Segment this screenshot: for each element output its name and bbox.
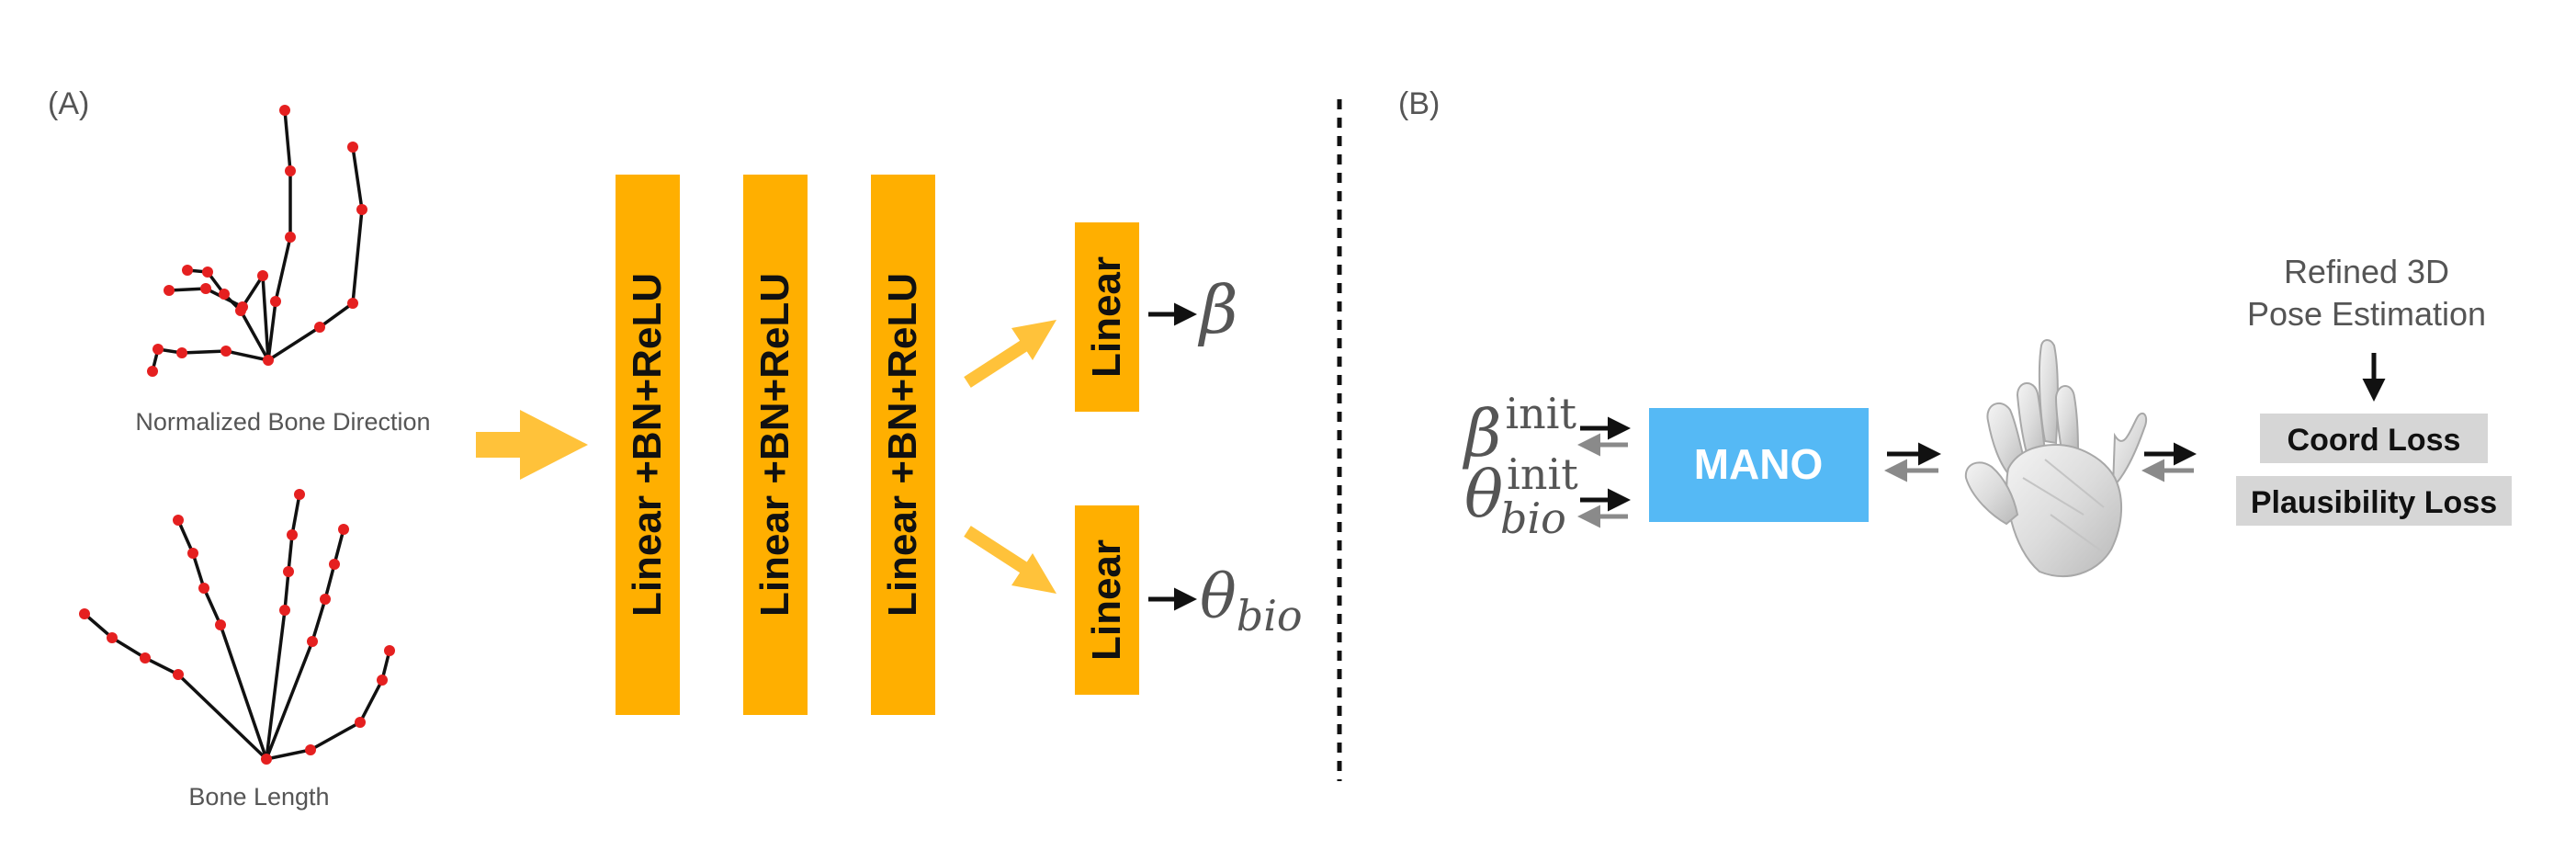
panel-a-label: (A) bbox=[48, 86, 89, 121]
hand-loss-arrows bbox=[2141, 442, 2197, 482]
joint-dot bbox=[187, 548, 198, 559]
joint-dot bbox=[164, 285, 175, 296]
joint-dot bbox=[287, 529, 298, 540]
joint-dot bbox=[305, 744, 316, 755]
joint-dot bbox=[279, 105, 290, 116]
plausibility-loss-box bbox=[2236, 476, 2512, 526]
joint-dot bbox=[220, 346, 232, 357]
theta-symbol: θ bbox=[1200, 561, 1237, 632]
root-joint-dot bbox=[261, 754, 272, 765]
joint-dot bbox=[329, 559, 340, 570]
panel-b-label: (B) bbox=[1398, 86, 1440, 121]
bone-chain bbox=[266, 650, 391, 761]
head-beta-label: Linear bbox=[1084, 256, 1129, 378]
joint-dot bbox=[307, 636, 318, 647]
joint-dot bbox=[355, 717, 366, 728]
coord-loss-label: Coord Loss bbox=[2288, 423, 2461, 458]
joint-dot bbox=[356, 204, 367, 215]
input-arrow bbox=[476, 410, 588, 480]
joint-dot bbox=[285, 232, 296, 243]
beta-init-symbol: β bbox=[1462, 396, 1501, 471]
layer-block-1: Linear +BN+ReLU bbox=[616, 175, 680, 715]
bone-direction-caption: Normalized Bone Direction bbox=[135, 408, 430, 436]
head-beta: Linear bbox=[1075, 222, 1139, 412]
branch-arrow-theta bbox=[964, 526, 1056, 594]
joint-dot bbox=[182, 265, 193, 276]
joint-dot bbox=[384, 645, 395, 656]
joint-dot bbox=[279, 605, 290, 616]
joint-dot bbox=[176, 347, 187, 358]
theta-subscript: bio bbox=[1237, 591, 1303, 641]
beta-init: βinit bbox=[1462, 389, 1577, 471]
layer-block-3: Linear +BN+ReLU bbox=[871, 175, 935, 715]
joint-dot bbox=[270, 296, 281, 307]
root-joint-dot bbox=[263, 355, 274, 366]
joint-dot bbox=[107, 632, 118, 643]
bone-direction-skeleton bbox=[147, 105, 367, 377]
joint-dot bbox=[215, 619, 226, 630]
joint-dot bbox=[320, 594, 331, 605]
joint-dot bbox=[237, 301, 248, 312]
joint-dot bbox=[283, 566, 294, 577]
joint-dot bbox=[257, 270, 268, 281]
joint-dot bbox=[202, 267, 213, 278]
joint-dot bbox=[200, 283, 211, 294]
joint-dot bbox=[285, 165, 296, 176]
beta-init-arrows bbox=[1577, 416, 1631, 457]
bone-chain bbox=[151, 347, 269, 372]
layer-label-1: Linear +BN+ReLU bbox=[625, 273, 670, 617]
mano-block bbox=[1649, 408, 1869, 522]
head-theta: Linear bbox=[1075, 505, 1139, 695]
layer-label-3: Linear +BN+ReLU bbox=[880, 273, 925, 617]
refined-line-1: Refined 3D bbox=[2284, 253, 2449, 290]
hand-mesh-icon bbox=[1964, 339, 2148, 578]
theta-init-sup: init bbox=[1507, 449, 1578, 499]
layer-block-2: Linear +BN+ReLU bbox=[743, 175, 808, 715]
plausibility-loss-label: Plausibility Loss bbox=[2251, 485, 2497, 520]
bone-length-caption: Bone Length bbox=[188, 783, 329, 811]
mano-label: MANO bbox=[1694, 440, 1824, 488]
mano-hand-arrows bbox=[1884, 442, 1941, 482]
joint-dot bbox=[294, 489, 305, 500]
theta-bio-symbol: θbio bbox=[1200, 561, 1303, 641]
joint-dot bbox=[377, 675, 388, 686]
joint-dot bbox=[219, 289, 230, 300]
theta-init: θinit bbox=[1464, 449, 1578, 532]
joint-dot bbox=[314, 322, 325, 333]
joint-dot bbox=[338, 524, 349, 535]
head-theta-label: Linear bbox=[1084, 539, 1129, 661]
joint-dot bbox=[347, 142, 358, 153]
joint-dot bbox=[140, 652, 151, 664]
layer-label-2: Linear +BN+ReLU bbox=[752, 273, 797, 617]
joint-dot bbox=[153, 344, 164, 355]
theta-init-arrows bbox=[1577, 488, 1631, 528]
theta-init-symbol: θ bbox=[1464, 457, 1503, 532]
beta-init-sup: init bbox=[1505, 389, 1576, 438]
joint-dot bbox=[147, 366, 158, 377]
joint-dot bbox=[198, 583, 209, 594]
bone-length-skeleton bbox=[79, 489, 395, 765]
coord-loss-box bbox=[2260, 414, 2488, 463]
joint-dot bbox=[173, 515, 184, 526]
branch-arrow-beta bbox=[964, 320, 1056, 388]
refined-line-2: Pose Estimation bbox=[2247, 295, 2486, 333]
beta-symbol: β bbox=[1197, 271, 1238, 348]
theta-init-sub: bio bbox=[1500, 493, 1566, 543]
joint-dot bbox=[79, 608, 90, 619]
joint-dot bbox=[347, 298, 358, 309]
joint-dot bbox=[173, 669, 184, 680]
